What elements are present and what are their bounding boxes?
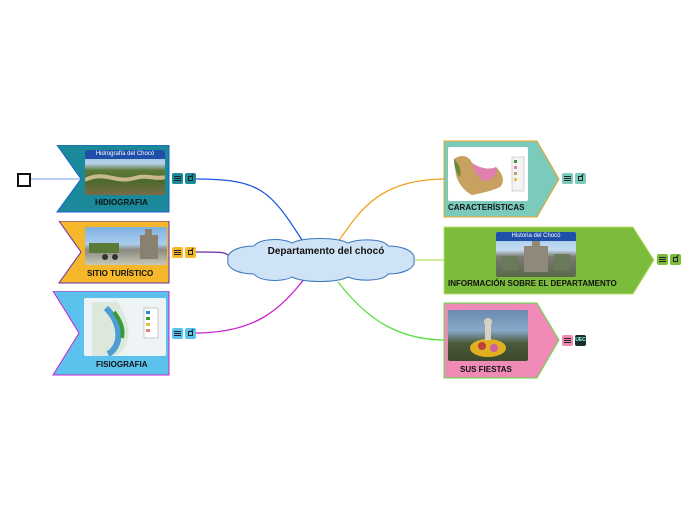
link-icon[interactable] bbox=[185, 173, 196, 184]
hidrografia-icons bbox=[172, 173, 196, 184]
topic-fisiografia[interactable]: FISIOGRAFIA bbox=[51, 291, 171, 376]
note-icon[interactable] bbox=[657, 254, 668, 265]
link-icon[interactable] bbox=[185, 247, 196, 258]
note-icon[interactable] bbox=[172, 328, 183, 339]
connector-hidrografia bbox=[194, 178, 303, 241]
caracteristicas-image bbox=[448, 147, 528, 201]
central-topic[interactable] bbox=[224, 238, 418, 282]
informacion-label: INFORMACIÓN SOBRE EL DEPARTAMENTO bbox=[448, 279, 617, 288]
connector-caracteristicas bbox=[337, 178, 446, 243]
informacion-image-caption: Historia del Chocó bbox=[496, 232, 576, 241]
connector-fiestas bbox=[337, 281, 446, 341]
note-icon[interactable] bbox=[562, 335, 573, 346]
fisiografia-image bbox=[84, 298, 166, 356]
sitio-turistico-image bbox=[85, 227, 167, 265]
hidrografia-image: Hidrografía del Chocó bbox=[85, 150, 165, 195]
note-icon[interactable] bbox=[172, 173, 183, 184]
link-icon[interactable] bbox=[670, 254, 681, 265]
hidrografia-image-caption: Hidrografía del Chocó bbox=[85, 150, 165, 159]
fisiografia-label: FISIOGRAFIA bbox=[96, 360, 148, 369]
fiestas-icons: UEC bbox=[562, 335, 586, 346]
fisiografia-icons bbox=[172, 328, 196, 339]
caracteristicas-icons bbox=[562, 173, 586, 184]
informacion-icons bbox=[657, 254, 681, 265]
caracteristicas-label: CARACTERÍSTICAS bbox=[448, 203, 525, 212]
sitio-turistico-icons bbox=[172, 247, 196, 258]
connector-sitio bbox=[194, 251, 229, 256]
topic-fiestas[interactable]: SUS FIESTAS bbox=[443, 302, 561, 379]
central-topic-title: Departamento del chocó bbox=[267, 246, 385, 257]
topic-caracteristicas[interactable]: CARACTERÍSTICAS bbox=[443, 140, 561, 218]
topic-informacion[interactable]: Historia del Chocó INFORMACIÓN SOBRE EL … bbox=[443, 226, 656, 295]
note-icon[interactable] bbox=[562, 173, 573, 184]
fiestas-label: SUS FIESTAS bbox=[460, 365, 512, 374]
topic-sitio-turistico[interactable]: SITIO TURÍSTICO bbox=[57, 221, 171, 284]
fiestas-image bbox=[448, 310, 528, 361]
hidrografia-label: HIDIOGRAFIA bbox=[95, 198, 148, 207]
cloud-shape bbox=[227, 238, 415, 282]
informacion-image: Historia del Chocó bbox=[496, 232, 576, 277]
connector-fisiografia bbox=[194, 277, 306, 334]
topic-hidrografia[interactable]: Hidrografía del Chocó HIDIOGRAFIA bbox=[55, 145, 171, 213]
collapse-checkbox[interactable] bbox=[17, 173, 31, 187]
note-icon[interactable] bbox=[172, 247, 183, 258]
uec-badge-icon[interactable]: UEC bbox=[575, 335, 586, 346]
link-icon[interactable] bbox=[185, 328, 196, 339]
sitio-turistico-label: SITIO TURÍSTICO bbox=[87, 269, 154, 278]
link-icon[interactable] bbox=[575, 173, 586, 184]
